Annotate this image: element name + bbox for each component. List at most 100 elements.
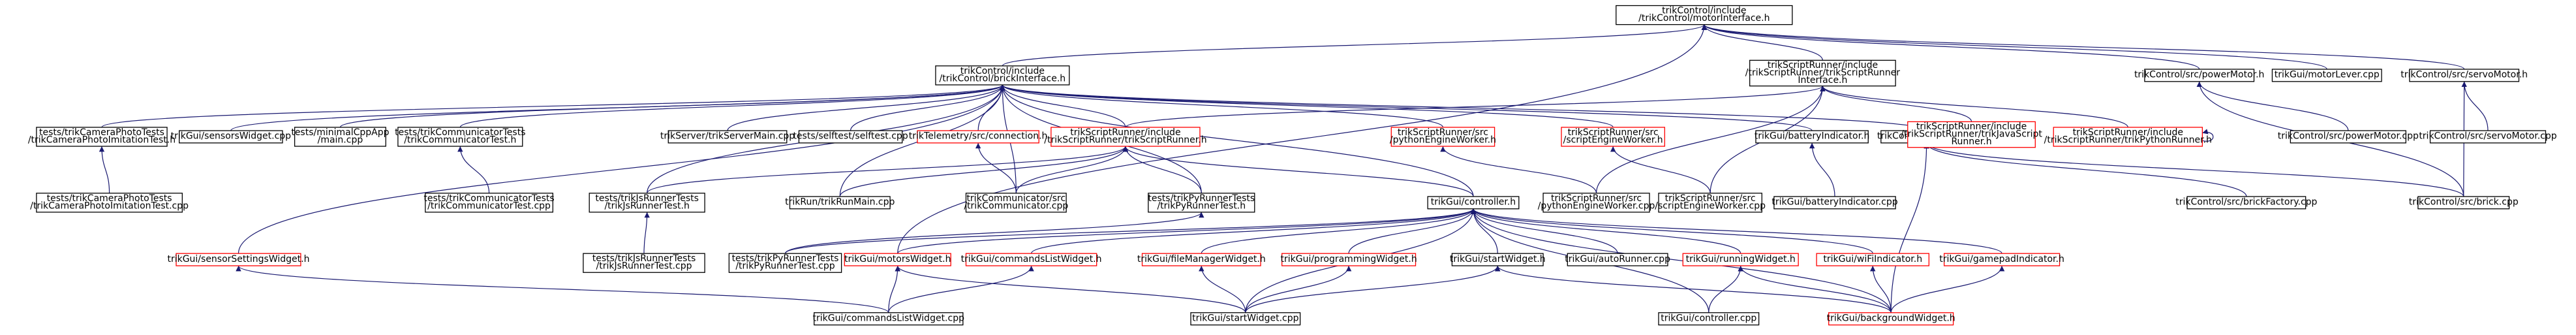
dependency-edge (1471, 208, 2002, 254)
dependency-edge (784, 212, 1204, 254)
node-serverMainCpp[interactable]: trikServer/trikServerMain.cpp (660, 130, 795, 144)
node-jsRunnerTestCpp[interactable]: tests/trikJsRunnerTests/trikJsRunnerTest… (583, 253, 705, 273)
node-label: trikControl/src/powerMotor.h (2134, 70, 2265, 80)
node-box (583, 253, 705, 273)
node-autoRunnerCpp[interactable]: trikGui/autoRunner.cpp (1565, 253, 1670, 266)
node-label: trikControl/src/powerMotor.cpp (2278, 131, 2419, 142)
node-box (1281, 253, 1417, 266)
dependency-edge (1000, 84, 1126, 128)
node-imitationTestCpp[interactable]: tests/trikCameraPhotoTests/trikCameraPho… (30, 193, 189, 213)
node-sensorsWidgetCpp[interactable]: trikGui/sensorsWidget.cpp (171, 130, 292, 144)
dependency-edge (1125, 86, 1826, 128)
dependency-edge (1002, 24, 1707, 67)
node-controllerH[interactable]: trikGui/controller.h (1427, 196, 1520, 210)
node-controllerCpp[interactable]: trikGui/controller.cpp (1658, 312, 1760, 326)
node-pythonEngineWorkerCpp[interactable]: trikScriptRunner/src/pythonEngineWorker.… (1538, 193, 1655, 213)
node-communicatorTestCpp[interactable]: tests/trikCommunicatorTests/trikCommunic… (423, 193, 555, 213)
node-gamepadIndicatorH[interactable]: trikGui/gamepadIndicator.h (1939, 253, 2064, 266)
node-box (1828, 312, 1954, 326)
node-label: trikGui/sensorSettingsWidget.h (167, 254, 309, 264)
dependency-edge (1470, 208, 1498, 254)
node-communicatorTestH[interactable]: tests/trikCommunicatorTests/trikCommunic… (395, 127, 526, 147)
node-batteryIndicatorCpp[interactable]: trikGui/batteryIndicator.cpp (1771, 196, 1898, 210)
node-pyRunnerTestCpp[interactable]: tests/trikPyRunnerTests/trikPyRunnerTest… (728, 253, 842, 273)
node-label: trikGui/motorLever.cpp (2275, 70, 2380, 80)
node-connectionH[interactable]: trikTelemetry/src/connection.h (909, 130, 1048, 144)
node-label: /trikCommunicatorTest.cpp (427, 200, 551, 211)
node-pythonEngineWorkerH[interactable]: trikScriptRunner/src/pythonEngineWorker.… (1390, 127, 1496, 147)
node-label: /trikCameraPhotoImitationTest.h (28, 135, 176, 145)
dependency-edge (1924, 142, 2247, 197)
dependency-edge (1701, 24, 2327, 70)
node-label: tests/trikPyRunnerTests (732, 253, 839, 264)
node-scriptEngineWorkerCpp[interactable]: trikScriptRunner/src/scriptEngineWorker.… (1655, 193, 1766, 213)
node-batteryIndicatorH[interactable]: trikGui/batteryIndicator.h (1755, 130, 1870, 144)
node-label: trikGui/sensorsWidget.cpp (171, 131, 292, 142)
dependency-edge (1470, 208, 1892, 313)
node-label: /trikJsRunnerTest.h (604, 200, 689, 211)
node-motorsWidgetH[interactable]: trikGui/motorsWidget.h (844, 253, 951, 266)
node-commandsListWidgetH[interactable]: trikGui/commandsListWidget.h (961, 253, 1102, 266)
node-imitationTestH[interactable]: tests/trikCameraPhotoTests/trikCameraPho… (28, 127, 176, 147)
dependency-edge (1701, 24, 1823, 61)
node-box (179, 130, 283, 144)
node-sensorSettingsWidgetH[interactable]: trikGui/sensorSettingsWidget.h (167, 253, 309, 266)
node-label: trikScriptRunner/src (1551, 193, 1642, 204)
node-box (1907, 121, 2036, 148)
node-jsRunnerTestH[interactable]: tests/trikJsRunnerTests/trikJsRunnerTest… (589, 193, 705, 213)
node-pyRunnerTestH[interactable]: tests/trikPyRunnerTests/trikPyRunnerTest… (1148, 193, 1255, 213)
node-selftestCpp[interactable]: tests/selftest/selftest.cpp (793, 130, 908, 144)
node-box (1749, 59, 1896, 87)
dependency-edge (1470, 208, 1873, 254)
node-servoMotorCpp[interactable]: trikControl/src/servoMotor.cpp (2419, 130, 2557, 144)
node-servoMotorH[interactable]: trikControl/src/servoMotor.h (2400, 69, 2528, 82)
node-root[interactable]: trikControl/include/trikControl/motorInt… (1616, 5, 1793, 25)
node-programmingWidgetH[interactable]: trikGui/programmingWidget.h (1280, 253, 1417, 266)
node-minimalCppAppMain[interactable]: tests/minimalCppApp/main.cpp (291, 127, 390, 147)
node-box (965, 193, 1067, 213)
node-scriptRunnerH[interactable]: trikScriptRunner/include/trikScriptRunne… (1044, 127, 1207, 147)
dependency-edge (2461, 81, 2489, 131)
node-motorLeverCpp[interactable]: trikGui/motorLever.cpp (2271, 69, 2382, 82)
node-brickFactoryCpp[interactable]: trikControl/src/brickFactory.cpp (2175, 196, 2318, 210)
dependency-edge (1890, 142, 1929, 313)
dependency-edge (850, 84, 1005, 131)
node-scriptEngineWorkerH[interactable]: trikScriptRunner/src/scriptEngineWorker.… (1561, 127, 1665, 147)
node-pythonRunnerH[interactable]: trikScriptRunner/include/trikScriptRunne… (2044, 127, 2212, 147)
node-label: /scriptEngineWorker.h (1563, 135, 1663, 145)
node-box (1943, 253, 2061, 266)
node-backgroundWidgetH[interactable]: trikGui/backgroundWidget.h (1827, 312, 1955, 326)
node-brickCpp[interactable]: trikControl/src/brick.cpp (2409, 196, 2519, 210)
node-box (1658, 312, 1760, 326)
dependency-edge (1000, 84, 1813, 131)
dependency-edge (839, 146, 1129, 197)
node-brickInterface[interactable]: trikControl/include/trikControl/brickInt… (935, 65, 1070, 86)
node-startWidgetCpp[interactable]: trikGui/startWidget.cpp (1190, 312, 1301, 326)
node-label: /trikCameraPhotoImitationTest.cpp (30, 200, 189, 211)
node-javaScriptRunnerH[interactable]: trikScriptRunner/include/trikScriptRunne… (1901, 121, 2042, 148)
node-label: trikRun/trikRunMain.cpp (785, 197, 895, 208)
node-box (2144, 69, 2255, 82)
dependency-edge (1820, 86, 2128, 128)
node-label: /trikCommunicatorTest.h (404, 135, 516, 145)
dependency-edge (1201, 208, 1477, 254)
node-fileManagerWidgetH[interactable]: trikGui/fileManagerWidget.h (1137, 253, 1266, 266)
dependency-edge (1809, 142, 1835, 197)
node-scriptRunnerInterface[interactable]: trikScriptRunner/include/trikScriptRunne… (1745, 59, 1901, 87)
node-box (2290, 130, 2406, 144)
node-label: tests/trikCameraPhotoTests (39, 127, 164, 138)
node-commandsListWidgetCpp[interactable]: trikGui/commandsListWidget.cpp (813, 312, 965, 326)
node-runMainCpp[interactable]: trikRun/trikRunMain.cpp (785, 196, 895, 210)
node-label: Runner.h (1951, 136, 1991, 147)
node-wiFiIndicatorH[interactable]: trikGui/wiFiIndicator.h (1816, 253, 1929, 266)
dependency-edge (888, 265, 1034, 313)
node-communicatorCpp[interactable]: trikCommunicator/src/trikCommunicator.cp… (964, 193, 1068, 213)
node-label: trikGui/commandsListWidget.cpp (813, 313, 965, 323)
node-startWidgetH[interactable]: trikGui/startWidget.h (1450, 253, 1546, 266)
node-powerMotorH[interactable]: trikControl/src/powerMotor.h (2134, 69, 2265, 82)
node-runningWidgetH[interactable]: trikGui/runningWidget.h (1682, 253, 1799, 266)
node-box (397, 127, 523, 147)
node-label: trikControl/src/brick.cpp (2409, 197, 2519, 208)
node-powerMotorCpp[interactable]: trikControl/src/powerMotor.cpp (2278, 130, 2419, 144)
edges-layer (99, 24, 2489, 313)
